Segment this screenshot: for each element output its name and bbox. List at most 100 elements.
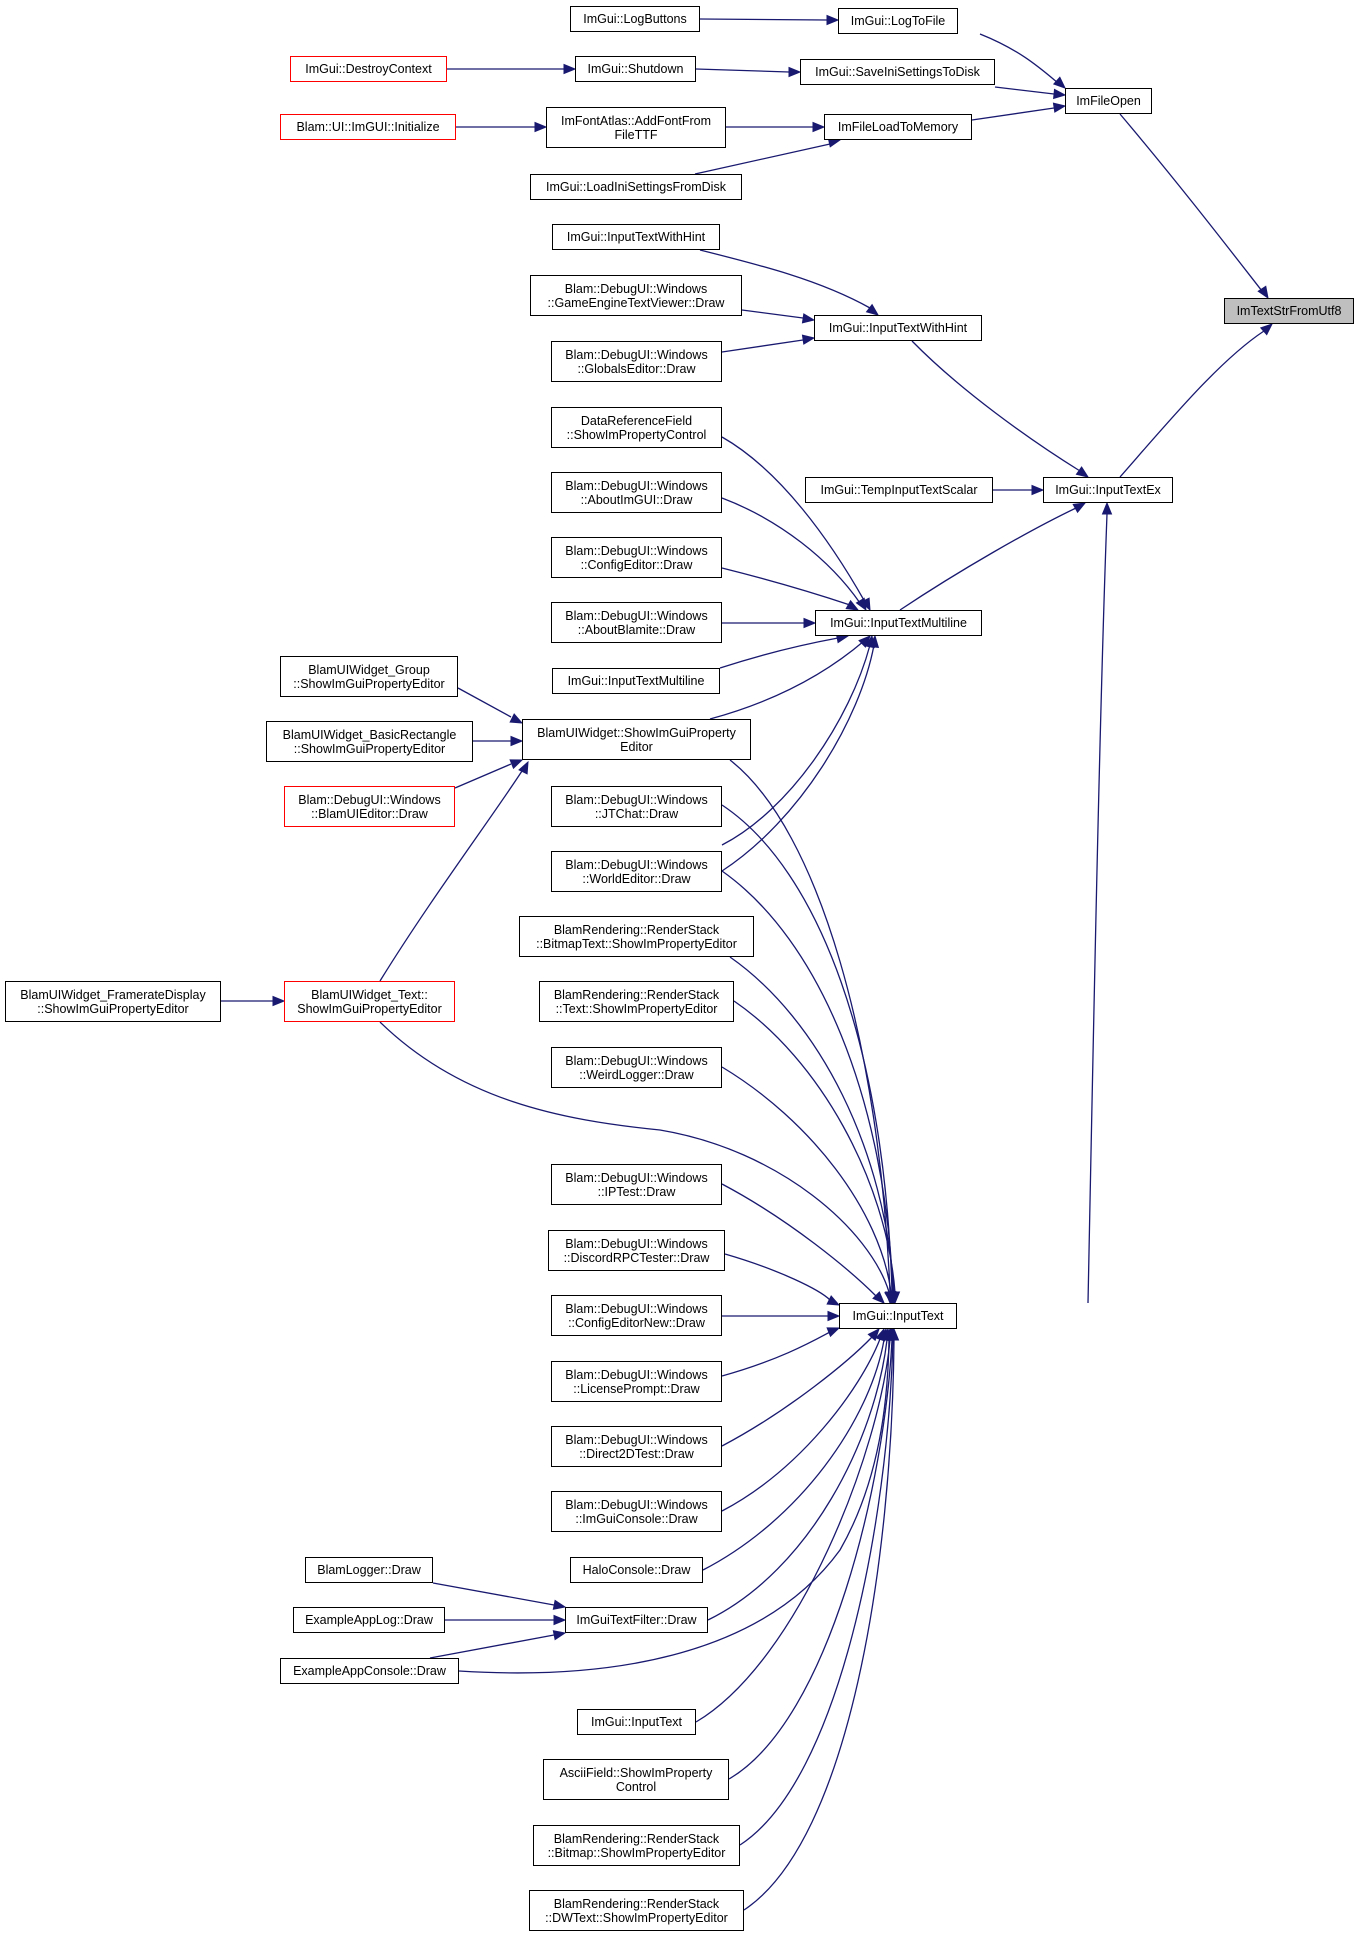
- node-exampleappconsole[interactable]: ExampleAppConsole::Draw: [280, 1658, 459, 1684]
- edge-addfont-fileloadtomemory-arrowhead: [812, 121, 826, 133]
- node-blam-imgui-initialize[interactable]: Blam::UI::ImGUI::Initialize: [280, 114, 456, 140]
- edge-inputtextex-root: [1119, 330, 1265, 478]
- edge-widgetshow-inputtext: [729, 759, 891, 1293]
- node-inputtext-caller[interactable]: ImGui::InputText: [577, 1709, 696, 1735]
- edge-iptest-inputtext-arrowhead: [872, 1291, 885, 1304]
- node-inputtext[interactable]: ImGui::InputText: [839, 1303, 957, 1329]
- node-addfontfromfilettf[interactable]: ImFontAtlas::AddFontFrom FileTTF: [546, 107, 726, 148]
- edge-fileloadtomemory-imfileopen-arrowhead: [1052, 102, 1067, 113]
- node-root[interactable]: ImTextStrFromUtf8: [1224, 298, 1354, 324]
- node-jtchat[interactable]: Blam::DebugUI::Windows ::JTChat::Draw: [551, 786, 722, 827]
- edge-gameengine-withhint: [741, 309, 804, 319]
- node-inputtextex[interactable]: ImGui::InputTextEx: [1043, 477, 1173, 503]
- edge-multiline-inputtextex: [899, 507, 1077, 611]
- node-loadini[interactable]: ImGui::LoadIniSettingsFromDisk: [530, 174, 742, 200]
- edge-widgetshow-multiline: [709, 640, 865, 720]
- edge-withhint-inputtextex-arrowhead: [1075, 466, 1090, 478]
- edge-saveini-imfileopen-arrowhead: [1053, 88, 1067, 100]
- node-inputtextmultiline[interactable]: ImGui::InputTextMultiline: [815, 610, 982, 636]
- edge-worldeditor-inputtext: [721, 870, 894, 1293]
- node-configeditor[interactable]: Blam::DebugUI::Windows ::ConfigEditor::D…: [551, 537, 722, 578]
- edge-rsdwtext-inputtext: [743, 1339, 895, 1911]
- node-configeditornew[interactable]: Blam::DebugUI::Windows ::ConfigEditorNew…: [551, 1295, 722, 1336]
- edge-logbuttons-logtofile-arrowhead: [826, 14, 840, 26]
- node-rstext[interactable]: BlamRendering::RenderStack ::Text::ShowI…: [539, 981, 734, 1022]
- node-logbuttons[interactable]: ImGui::LogButtons: [570, 6, 700, 32]
- edge-licenseprompt-inputtext: [721, 1331, 831, 1377]
- edge-blaminit-addfont-arrowhead: [534, 121, 548, 133]
- node-aboutimgui[interactable]: Blam::DebugUI::Windows ::AboutImGUI::Dra…: [551, 472, 722, 513]
- node-exampleapplog[interactable]: ExampleAppLog::Draw: [293, 1607, 445, 1633]
- edge-aboutimgui-multiline: [721, 497, 861, 604]
- node-rsdwtext[interactable]: BlamRendering::RenderStack ::DWText::Sho…: [529, 1890, 744, 1931]
- edge-direct2d-inputtext-arrowhead: [867, 1328, 880, 1342]
- node-inputtextwithhint[interactable]: ImGui::InputTextWithHint: [814, 315, 982, 341]
- node-saveini[interactable]: ImGui::SaveIniSettingsToDisk: [800, 59, 995, 85]
- node-inputtextwithhint-caller[interactable]: ImGui::InputTextWithHint: [552, 224, 720, 250]
- node-destroycontext[interactable]: ImGui::DestroyContext: [290, 56, 447, 82]
- edge-multiline-inputtextex-arrowhead: [1072, 502, 1087, 514]
- node-discordrpc[interactable]: Blam::DebugUI::Windows ::DiscordRPCTeste…: [548, 1230, 725, 1271]
- edge-withhintcaller-withhint: [699, 249, 871, 309]
- node-aboutblamite[interactable]: Blam::DebugUI::Windows ::AboutBlamite::D…: [551, 602, 722, 643]
- edge-jtchat-inputtext: [721, 804, 893, 1293]
- node-datareferencefield[interactable]: DataReferenceField ::ShowImPropertyContr…: [551, 407, 722, 448]
- edge-logtofile-imfileopen: [979, 33, 1059, 84]
- node-textfilterdraw[interactable]: ImGuiTextFilter::Draw: [565, 1607, 708, 1633]
- edge-globals-withhint-arrowhead: [801, 334, 816, 345]
- edge-rsdwtext-inputtext-arrowhead: [888, 1327, 900, 1341]
- node-logtofile[interactable]: ImGui::LogToFile: [838, 8, 958, 34]
- node-weirdlogger[interactable]: Blam::DebugUI::Windows ::WeirdLogger::Dr…: [551, 1047, 722, 1088]
- edge-jtchat-multiline: [721, 644, 871, 846]
- edge-worldeditor-multiline: [721, 644, 875, 872]
- edge-aboutblamite-multiline-arrowhead: [803, 617, 817, 629]
- node-imguiconsole[interactable]: Blam::DebugUI::Windows ::ImGuiConsole::D…: [551, 1491, 722, 1532]
- edge-iptest-inputtext: [721, 1183, 877, 1297]
- edge-framerate-widgettext-arrowhead: [272, 995, 286, 1007]
- node-rsbitmap[interactable]: BlamRendering::RenderStack ::Bitmap::Sho…: [533, 1825, 740, 1866]
- edge-saveini-imfileopen: [994, 86, 1055, 95]
- edge-exampleappconsole-textfilter: [429, 1634, 555, 1659]
- edge-inputtext-inputtextex: [1087, 513, 1108, 1304]
- edge-inputtext-inputtextex-arrowhead: [1101, 501, 1113, 515]
- edge-bitmaptext-inputtext: [729, 956, 895, 1293]
- edge-globals-withhint: [721, 339, 804, 353]
- edge-blamlogger-textfilter-arrowhead: [552, 1599, 567, 1610]
- node-tempinputtextscalar[interactable]: ImGui::TempInputTextScalar: [805, 477, 993, 503]
- node-frameratedisplay[interactable]: BlamUIWidget_FramerateDisplay ::ShowImGu…: [5, 981, 221, 1022]
- node-widget-basicrect[interactable]: BlamUIWidget_BasicRectangle ::ShowImGuiP…: [266, 721, 473, 762]
- node-widget-group[interactable]: BlamUIWidget_Group ::ShowImGuiPropertyEd…: [280, 656, 458, 697]
- edge-discord-inputtext: [724, 1253, 831, 1301]
- node-iptest[interactable]: Blam::DebugUI::Windows ::IPTest::Draw: [551, 1164, 722, 1205]
- node-bitmaptext[interactable]: BlamRendering::RenderStack ::BitmapText:…: [519, 916, 754, 957]
- node-inputtextmultiline-caller[interactable]: ImGui::InputTextMultiline: [552, 668, 720, 694]
- node-asciifield[interactable]: AsciiField::ShowImProperty Control: [543, 1759, 729, 1800]
- node-shutdown[interactable]: ImGui::Shutdown: [575, 56, 696, 82]
- edge-blamlogger-textfilter: [432, 1582, 555, 1606]
- edge-basicrect-widgetshow-arrowhead: [510, 735, 524, 747]
- node-blamlogger[interactable]: BlamLogger::Draw: [305, 1557, 433, 1583]
- node-globalseditor[interactable]: Blam::DebugUI::Windows ::GlobalsEditor::…: [551, 341, 722, 382]
- edge-asciifield-inputtext: [728, 1339, 893, 1780]
- node-blamuieditor[interactable]: Blam::DebugUI::Windows ::BlamUIEditor::D…: [284, 786, 455, 827]
- edge-widgetgroup-widgetshow-arrowhead: [509, 713, 524, 724]
- edge-discord-inputtext-arrowhead: [826, 1295, 841, 1306]
- node-imfileopen[interactable]: ImFileOpen: [1065, 88, 1152, 114]
- node-licenseprompt[interactable]: Blam::DebugUI::Windows ::LicensePrompt::…: [551, 1361, 722, 1402]
- edge-worldeditor-multiline-arrowhead: [868, 634, 880, 648]
- node-fileloadtomemory[interactable]: ImFileLoadToMemory: [824, 114, 972, 140]
- edge-widgetshow-multiline-arrowhead: [858, 635, 871, 648]
- node-direct2dtest[interactable]: Blam::DebugUI::Windows ::Direct2DTest::D…: [551, 1426, 722, 1467]
- graph-edges: [221, 14, 1273, 1911]
- node-worldeditor[interactable]: Blam::DebugUI::Windows ::WorldEditor::Dr…: [551, 851, 722, 892]
- node-widget-showeditor[interactable]: BlamUIWidget::ShowImGuiProperty Editor: [522, 719, 751, 760]
- node-gameenginetextviewer[interactable]: Blam::DebugUI::Windows ::GameEngineTextV…: [530, 275, 742, 316]
- node-haloconsole[interactable]: HaloConsole::Draw: [570, 1557, 703, 1583]
- node-widget-text[interactable]: BlamUIWidget_Text:: ShowImGuiPropertyEdi…: [284, 981, 455, 1022]
- edge-multilinecaller-multiline: [719, 637, 839, 669]
- edge-imfileopen-root-arrowhead: [1257, 285, 1269, 300]
- edge-shutdown-saveini-arrowhead: [788, 66, 802, 78]
- edge-fileloadtomemory-imfileopen: [971, 107, 1055, 121]
- edge-withhint-inputtextex: [911, 340, 1081, 472]
